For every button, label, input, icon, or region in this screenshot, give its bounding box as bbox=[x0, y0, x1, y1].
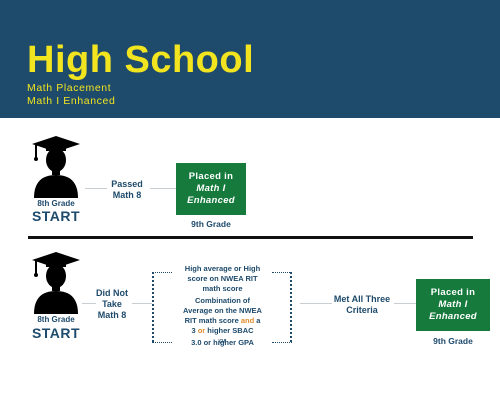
criteria-bracket-tick bbox=[272, 272, 292, 273]
row2-start-label: START bbox=[31, 325, 81, 341]
page-title: High School bbox=[27, 39, 255, 81]
criteria-bracket-tick bbox=[272, 342, 292, 343]
criterion-combination: Combination of Average on the NWEA RIT m… bbox=[160, 296, 285, 346]
criterion1-line3: math score bbox=[202, 284, 243, 293]
criterion2-line1: Combination of bbox=[195, 296, 250, 305]
criterion2-line3-end: a bbox=[254, 316, 261, 325]
criterion2-line4: 3 or higher SBAC bbox=[160, 326, 285, 336]
criterion2-line3-text: RIT math score bbox=[184, 316, 241, 325]
row1-box-grade: 9th Grade bbox=[191, 219, 231, 229]
graduate-silhouette-icon bbox=[32, 252, 80, 314]
criterion2-line3: RIT math score and a bbox=[160, 316, 285, 326]
subtitle-math-placement: Math Placement bbox=[27, 82, 112, 94]
criterion-nwea-score: High average or High score on NWEA RIT m… bbox=[160, 264, 285, 294]
criteria-bracket-right bbox=[290, 272, 292, 342]
row2-result: Met All Three Criteria bbox=[332, 294, 392, 316]
criteria-or-separator: or bbox=[219, 336, 226, 345]
row1-connector-left bbox=[85, 188, 107, 189]
subtitle-course: Math I Enhanced bbox=[27, 95, 116, 107]
row1-placement-box: Placed in Math I Enhanced bbox=[176, 163, 246, 215]
row2-result-line2: Criteria bbox=[346, 305, 378, 315]
row1-box-line2: Math I bbox=[196, 183, 226, 194]
row2-condition-line2: Take bbox=[102, 299, 122, 309]
header-banner: High School Math Placement Math I Enhanc… bbox=[0, 0, 500, 118]
row2-condition-line3: Math 8 bbox=[97, 310, 127, 320]
row2-box-line1: Placed in bbox=[430, 287, 476, 298]
criterion2-or: or bbox=[197, 326, 206, 335]
row1-box-line1: Placed in bbox=[188, 171, 234, 182]
criterion2-line4-end: higher SBAC bbox=[205, 326, 254, 335]
criterion1-line2: score on NWEA RIT bbox=[187, 274, 258, 283]
criterion-gpa: 3.0 or higher GPA bbox=[191, 338, 254, 347]
row2-box-line3: Enhanced bbox=[429, 311, 477, 322]
row2-grade-label: 8th Grade bbox=[37, 315, 75, 324]
row1-start-label: START bbox=[31, 208, 81, 224]
criterion2-and: and bbox=[240, 316, 255, 325]
criteria-bracket-left bbox=[152, 272, 154, 342]
row2-result-line1: Met All Three bbox=[333, 294, 391, 304]
row2-connector-mid bbox=[132, 303, 152, 304]
criterion1-line1: High average or High bbox=[184, 264, 261, 273]
criteria-bracket-tick bbox=[152, 342, 172, 343]
section-divider bbox=[28, 236, 473, 239]
criterion2-line2: Average on the NWEA bbox=[183, 306, 262, 315]
row2-placement-box: Placed in Math I Enhanced bbox=[416, 279, 490, 331]
row2-condition-line1: Did Not bbox=[96, 288, 128, 298]
row2-box-line2: Math I bbox=[438, 299, 468, 310]
row1-condition-line1: Passed bbox=[111, 179, 143, 189]
row2-box-grade: 9th Grade bbox=[433, 336, 473, 346]
graduate-silhouette-icon bbox=[32, 136, 80, 198]
row2-connector-left bbox=[82, 303, 96, 304]
row1-condition-line2: Math 8 bbox=[112, 190, 142, 200]
criterion2-line4-text: 3 bbox=[191, 326, 198, 335]
row1-grade-label: 8th Grade bbox=[37, 199, 75, 208]
row2-connector-right2 bbox=[394, 303, 416, 304]
row1-condition: Passed Math 8 bbox=[105, 179, 149, 201]
row2-condition: Did Not Take Math 8 bbox=[93, 288, 131, 321]
row1-connector-right bbox=[150, 188, 176, 189]
row2-connector-right1 bbox=[300, 303, 332, 304]
row1-box-line3: Enhanced bbox=[187, 195, 235, 206]
criteria-bracket-tick bbox=[152, 272, 172, 273]
